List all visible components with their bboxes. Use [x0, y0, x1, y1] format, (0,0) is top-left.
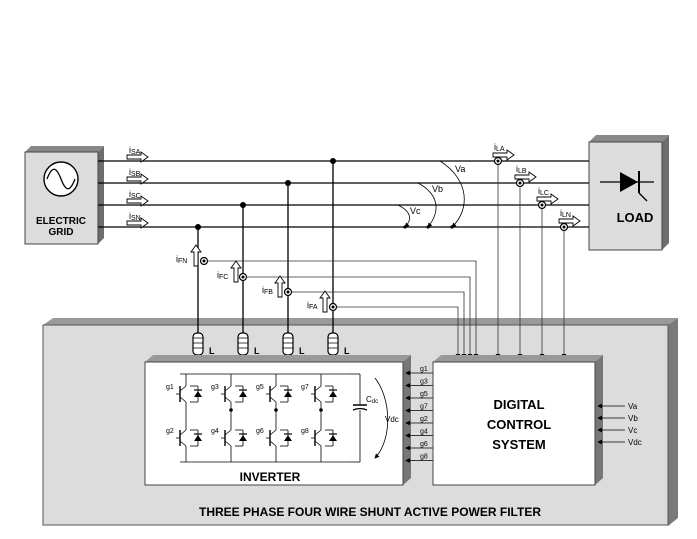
igbt-switch — [176, 385, 202, 403]
control-input-vb: Vb — [628, 414, 638, 423]
inductor-c — [237, 332, 249, 356]
current-label-iln: iLN — [560, 208, 571, 219]
load-box — [588, 135, 669, 251]
cap-label: Cdc — [366, 395, 378, 405]
inductor-label-c: L — [254, 346, 260, 356]
gate-label: g3 — [420, 379, 428, 386]
switch-gate-label: g5 — [256, 384, 264, 391]
inverter-label: INVERTER — [240, 470, 301, 484]
voltage-label-va: Va — [455, 164, 465, 174]
inverter-box — [144, 355, 411, 486]
inductor-n — [192, 332, 204, 356]
voltage-label-vc: Vc — [410, 206, 421, 216]
current-label-ifa: iFA — [307, 300, 318, 311]
switch-gate-label: g1 — [166, 384, 174, 391]
voltage-arcs — [397, 160, 465, 229]
current-label-ilb: iLB — [516, 164, 527, 175]
igbt-switch — [311, 429, 337, 447]
inductor-label-a: L — [344, 346, 350, 356]
digital-control-box — [432, 355, 603, 486]
load-label: LOAD — [617, 210, 654, 225]
current-label-ifn: iFN — [176, 254, 187, 265]
switch-gate-label: g2 — [166, 428, 174, 435]
load-current-sensors — [493, 156, 569, 359]
current-label-ilc: iLC — [538, 186, 549, 197]
igbt-switch — [221, 429, 247, 447]
switch-gate-label: g8 — [301, 428, 309, 435]
control-input-arrows — [597, 403, 625, 445]
igbt-switch — [221, 385, 247, 403]
line-junctions — [195, 158, 336, 230]
inductor-a — [327, 332, 339, 356]
power-lines — [98, 160, 589, 228]
control-input-vc: Vc — [628, 426, 637, 435]
dc-capacitor — [348, 373, 389, 463]
grid-label-line1: ELECTRIC — [36, 216, 86, 227]
filter-current-arrows — [190, 244, 331, 313]
gate-label: g2 — [420, 416, 428, 423]
gate-signal-arrows — [405, 370, 433, 463]
switch-gate-label: g6 — [256, 428, 264, 435]
switch-gate-labels: g1 g2 g3 g4 g5 g6 g7 g8 — [166, 384, 309, 435]
gate-label: g4 — [420, 429, 428, 436]
current-label-ifb: iFB — [262, 285, 273, 296]
control-label-line2: CONTROL — [487, 417, 551, 432]
igbt-switch — [266, 385, 292, 403]
igbt-switch — [311, 385, 337, 403]
grid-label-line2: GRID — [49, 227, 74, 238]
inductor-label-n: L — [209, 346, 215, 356]
filter-current-sensors — [199, 256, 479, 359]
inductor-b — [282, 332, 294, 356]
filter-title: THREE PHASE FOUR WIRE SHUNT ACTIVE POWER… — [199, 505, 541, 519]
switch-gate-label: g3 — [211, 384, 219, 391]
switch-gate-label: g7 — [301, 384, 309, 391]
inductor-label-b: L — [299, 346, 305, 356]
control-input-vdc: Vdc — [628, 438, 642, 447]
line-current-arrows — [126, 149, 581, 229]
current-label-isn: iSN — [129, 211, 141, 222]
gate-labels: g1 g3 g5 g7 g2 g4 g6 g8 — [420, 366, 428, 461]
voltage-label-vb: Vb — [432, 184, 443, 194]
current-label-ifc: iFC — [217, 270, 228, 281]
inverter-switches — [176, 373, 348, 463]
control-input-va: Va — [628, 402, 638, 411]
gate-label: g6 — [420, 441, 428, 448]
switch-gate-label: g4 — [211, 428, 219, 435]
thyristor-icon — [600, 171, 654, 202]
current-label-isb: iSB — [129, 167, 141, 178]
vdc-label: Vdc — [385, 415, 399, 424]
control-label-line3: SYSTEM — [492, 437, 545, 452]
electric-grid-box — [24, 146, 104, 245]
gate-label: g5 — [420, 391, 428, 398]
igbt-switch — [176, 429, 202, 447]
igbt-switch — [266, 429, 292, 447]
gate-label: g1 — [420, 366, 428, 373]
current-label-isc: iSC — [129, 189, 141, 200]
gate-label: g8 — [420, 454, 428, 461]
gate-label: g7 — [420, 404, 428, 411]
current-label-ila: iLA — [494, 142, 505, 153]
control-label-line1: DIGITAL — [493, 397, 544, 412]
current-label-isa: iSA — [129, 145, 141, 156]
